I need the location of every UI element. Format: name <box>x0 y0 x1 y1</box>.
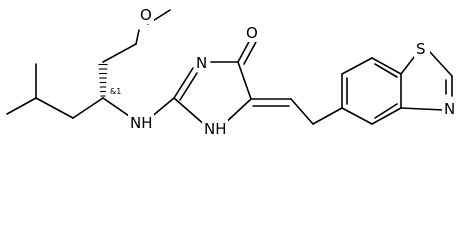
stereo-to-nh-bond <box>102 97 133 119</box>
isobutyl-chain <box>6 63 104 119</box>
methoxy-oxygen-label: O <box>140 6 152 24</box>
ring-c2-n3-bond <box>173 67 194 99</box>
amine-nh-label: NH <box>130 114 153 132</box>
thiazole-sulfur-label: S <box>416 40 426 58</box>
ring-nh-label: NH <box>204 120 227 138</box>
s-c-bond <box>429 51 453 77</box>
methyl-bond-a <box>6 97 37 115</box>
ch2-o-bond <box>102 43 137 63</box>
vinyl-to-arene-bond <box>290 98 314 125</box>
isobutyl-stereo-bond <box>72 97 104 119</box>
isobutyl-ch2-bond <box>35 97 74 119</box>
ch2-o-bond-b <box>135 29 140 45</box>
exocyclic-double-bond <box>250 98 314 125</box>
benzene-ring <box>312 57 402 125</box>
molecular-structure-diagram: &1 <box>6 4 458 138</box>
ring-c4-c5-bond <box>237 61 252 100</box>
carbonyl-oxygen-label: O <box>246 24 258 42</box>
methoxymethyl-group <box>102 9 171 63</box>
imidazolone-ring <box>173 61 252 127</box>
carbonyl-double-bond <box>243 41 257 65</box>
thiazole-nitrogen-label: N <box>444 100 455 118</box>
ring-n1-c2-bond <box>173 97 207 127</box>
thiazole-ring <box>400 51 453 111</box>
imine-nitrogen-label: N <box>196 54 207 72</box>
atom-labels: O O N NH NH S N <box>128 4 458 138</box>
stereo-descriptor-label: &1 <box>110 87 121 96</box>
ring-c2-n3-double-bond <box>179 72 198 101</box>
n-c-bond <box>400 107 445 111</box>
stereocenter: &1 <box>98 63 121 97</box>
